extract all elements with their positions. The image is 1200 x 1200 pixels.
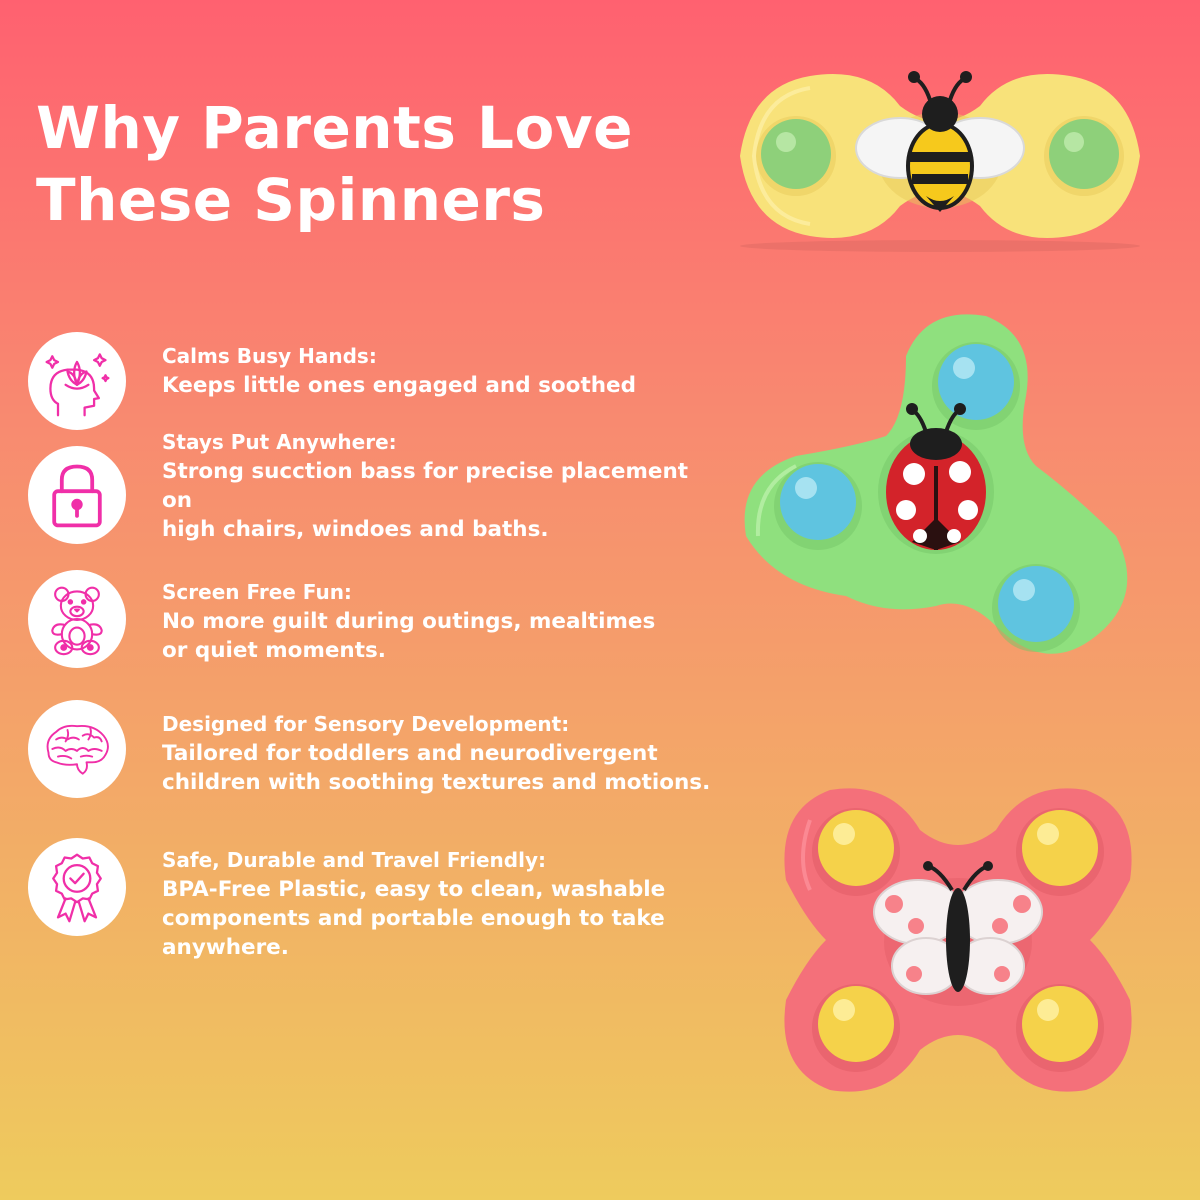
headline-line-1: Why Parents Love <box>36 94 633 162</box>
feature-title: Screen Free Fun: <box>162 580 352 604</box>
feature-line: Strong sucction bass for precise placeme… <box>162 459 689 484</box>
feature-line: anywhere. <box>162 935 289 960</box>
feature-text: Safe, Durable and Travel Friendly: BPA-F… <box>162 846 732 962</box>
padlock-icon <box>52 464 102 528</box>
headline-line-2: These Spinners <box>36 166 546 234</box>
feature-text: Calms Busy Hands: Keeps little ones enga… <box>162 342 732 400</box>
bee-spinner-image <box>740 71 1140 252</box>
page-headline: Why Parents Love These Spinners <box>36 92 633 236</box>
feature-line: children with soothing textures and moti… <box>162 770 711 795</box>
feature-icon-circle <box>28 700 126 798</box>
butterfly-spinner-image <box>784 788 1132 1092</box>
feature-icon-circle <box>28 838 126 936</box>
ladybug-spinner-image <box>744 314 1128 654</box>
feature-text: Designed for Sensory Development: Tailor… <box>162 710 732 797</box>
feature-icon-circle <box>28 570 126 668</box>
feature-line: No more guilt during outings, mealtimes <box>162 609 656 634</box>
feature-line: high chairs, windoes and baths. <box>162 517 549 542</box>
feature-title: Stays Put Anywhere: <box>162 430 397 454</box>
feature-title: Safe, Durable and Travel Friendly: <box>162 848 546 872</box>
feature-line: or quiet moments. <box>162 638 386 663</box>
feature-title: Calms Busy Hands: <box>162 344 377 368</box>
feature-line: on <box>162 488 193 513</box>
feature-line: Tailored for toddlers and neurodivergent <box>162 741 658 766</box>
lotus-head-icon <box>45 353 110 417</box>
feature-line: BPA-Free Plastic, easy to clean, washabl… <box>162 877 666 902</box>
feature-icon-circle <box>28 332 126 430</box>
feature-line: Keeps little ones engaged and soothed <box>162 373 637 398</box>
feature-line: components and portable enough to take <box>162 906 665 931</box>
award-ribbon-icon <box>52 853 102 923</box>
feature-text: Stays Put Anywhere: Strong sucction bass… <box>162 428 732 544</box>
feature-text: Screen Free Fun: No more guilt during ou… <box>162 578 732 665</box>
teddy-bear-icon <box>51 586 103 656</box>
feature-title: Designed for Sensory Development: <box>162 712 570 736</box>
brain-icon <box>46 724 109 775</box>
feature-icon-circle <box>28 446 126 544</box>
